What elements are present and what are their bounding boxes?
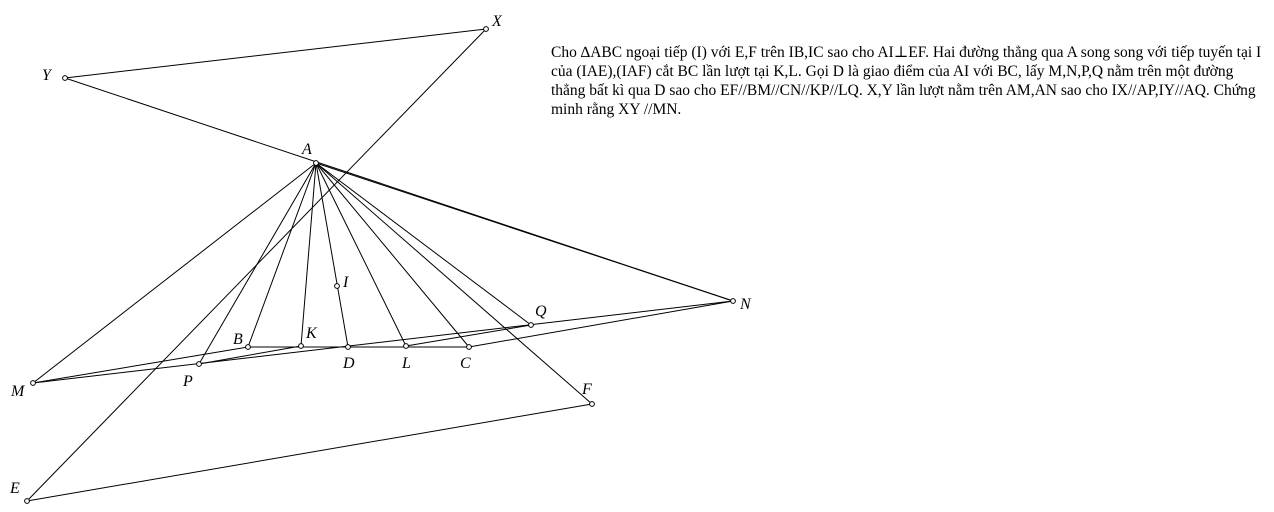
segments xyxy=(26,28,734,502)
segment-A-F xyxy=(315,162,593,405)
label-N: N xyxy=(739,296,752,313)
segment-A-N xyxy=(315,162,734,302)
label-M: M xyxy=(10,383,26,400)
segment-A-M xyxy=(32,162,317,384)
segment-A-P xyxy=(198,162,317,365)
segment-Y-X xyxy=(64,28,487,79)
label-B: B xyxy=(233,331,243,348)
segment-A-L xyxy=(315,162,407,347)
segment-M-B xyxy=(32,346,249,384)
segment-A-K xyxy=(300,162,317,347)
point-D xyxy=(345,344,351,350)
segment-M-N xyxy=(32,300,734,384)
segment-E-F xyxy=(26,403,593,502)
label-E: E xyxy=(9,480,20,497)
point-N xyxy=(730,298,736,304)
label-P: P xyxy=(182,373,193,390)
point-L xyxy=(403,343,409,349)
label-K: K xyxy=(305,325,318,342)
points xyxy=(24,26,736,504)
point-C xyxy=(466,344,472,350)
label-Q: Q xyxy=(535,303,547,320)
label-Y: Y xyxy=(42,67,53,84)
point-E xyxy=(24,498,30,504)
segment-A-D xyxy=(315,162,349,348)
label-I: I xyxy=(342,274,349,291)
label-D: D xyxy=(342,355,355,372)
segment-A-C xyxy=(315,162,470,348)
segment-A-Q xyxy=(315,162,532,326)
point-Q xyxy=(528,322,534,328)
label-A: A xyxy=(301,141,312,158)
point-M xyxy=(30,380,36,386)
problem-statement: Cho ∆ABC ngoại tiếp (I) với E,F trên IB,… xyxy=(551,44,1262,118)
point-X xyxy=(483,26,489,32)
label-X: X xyxy=(491,13,503,30)
segment-P-K xyxy=(198,345,302,365)
label-L: L xyxy=(401,355,411,372)
point-B xyxy=(245,344,251,350)
segment-A-B xyxy=(247,162,317,348)
point-I xyxy=(334,283,340,289)
segment-C-N xyxy=(468,300,734,348)
label-C: C xyxy=(460,355,471,372)
point-P xyxy=(196,361,202,367)
point-Y xyxy=(62,75,68,81)
point-F xyxy=(589,401,595,407)
label-F: F xyxy=(581,381,592,398)
point-labels: A X Y I B K D L C P Q M N E F xyxy=(9,13,752,497)
point-A xyxy=(313,160,319,166)
point-K xyxy=(298,343,304,349)
segment-L-Q xyxy=(405,324,532,347)
